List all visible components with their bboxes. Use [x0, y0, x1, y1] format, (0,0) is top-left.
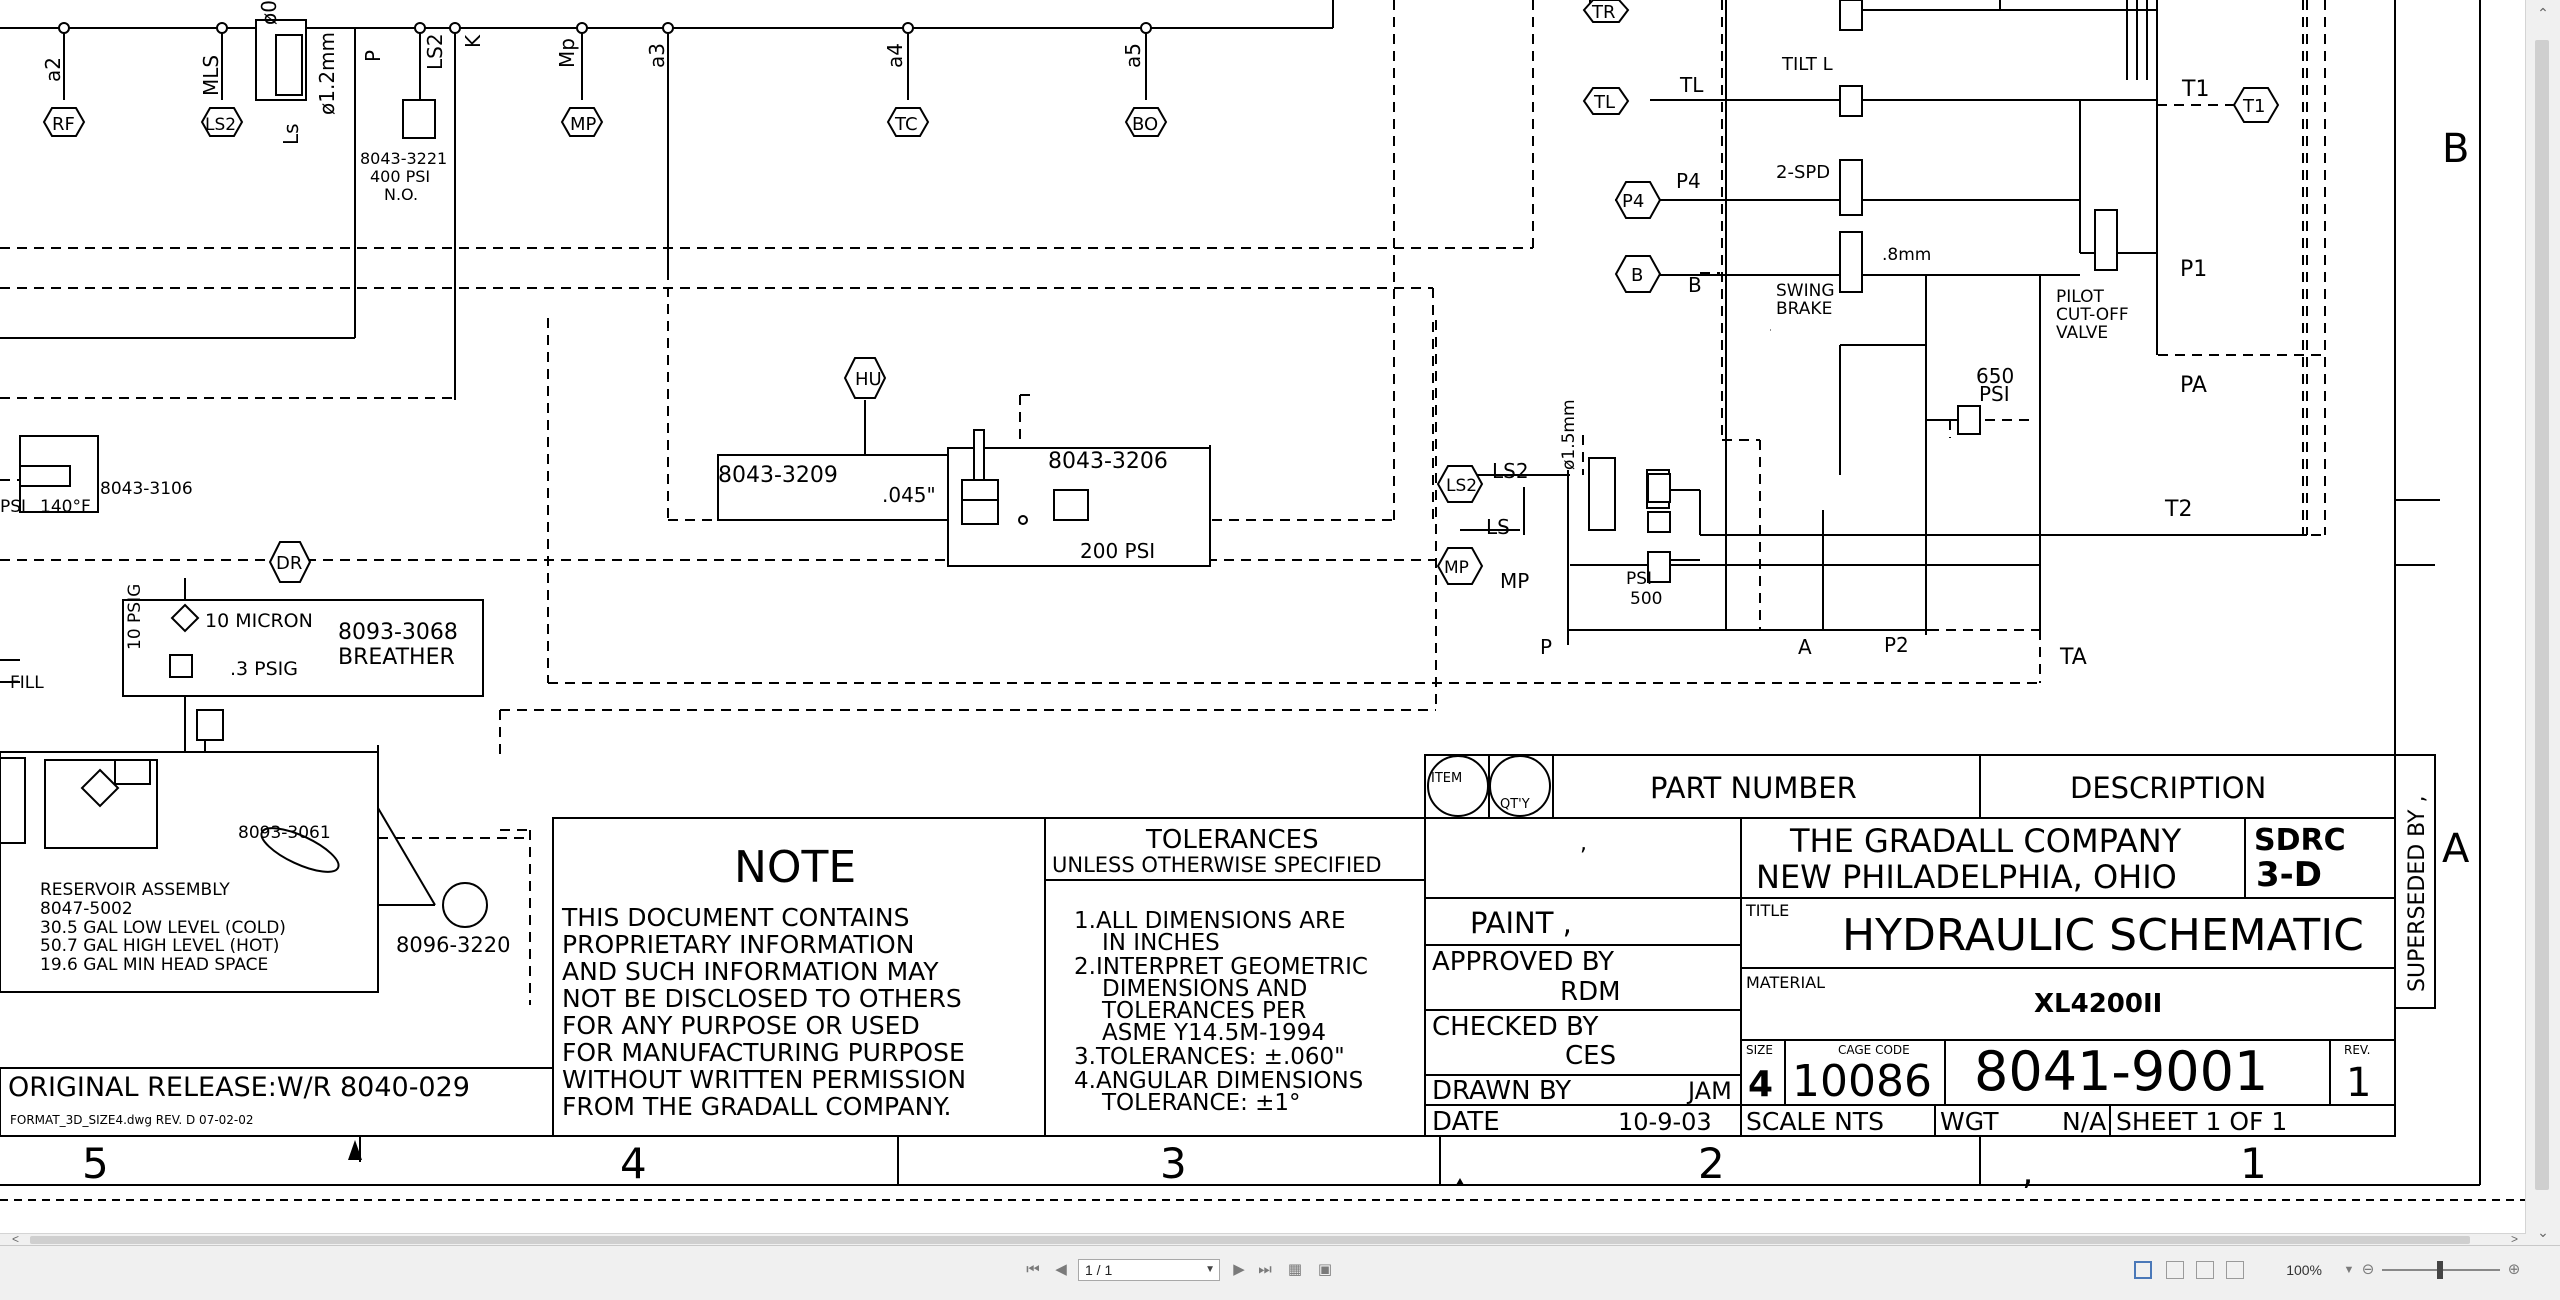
- zoom-level: 100%: [2286, 1262, 2322, 1278]
- previous-page-icon[interactable]: ◀: [1055, 1261, 1067, 1278]
- zoom-in-icon[interactable]: ⊕: [2507, 1261, 2521, 1278]
- two-page-continuous-icon[interactable]: [2226, 1261, 2244, 1279]
- vertical-scrollbar[interactable]: ⌃ ⌄: [2525, 0, 2560, 1245]
- scroll-down-icon[interactable]: ⌄: [2537, 1224, 2549, 1240]
- port-RF: [42, 107, 86, 137]
- horizontal-scrollbar[interactable]: < >: [0, 1232, 2526, 1246]
- last-page-icon[interactable]: ⏭: [1258, 1261, 1272, 1278]
- scroll-right-icon[interactable]: >: [2510, 1232, 2518, 1246]
- page-layout-icon[interactable]: ▦: [1287, 1261, 1303, 1278]
- drawing-canvas: RF LS2 MP TC BO a2 MLS ø0 Ls ø1.2mm P LS…: [0, 0, 2526, 1201]
- first-page-icon[interactable]: ⏮: [1026, 1261, 1040, 1278]
- page-dropdown-icon[interactable]: ▼: [1205, 1264, 1215, 1275]
- hydraulic-schematic: [0, 0, 2526, 1201]
- zoom-out-icon[interactable]: ⊖: [2361, 1261, 2375, 1278]
- next-page-icon[interactable]: ▶: [1233, 1261, 1245, 1278]
- viewer-status-bar: ⏮ ◀ 1 / 1 ▼ ▶ ⏭ ▦ ▣ 100% ▼ ⊖ ⊕: [0, 1245, 2560, 1300]
- zoom-dropdown-icon[interactable]: ▼: [2343, 1264, 2355, 1276]
- page-number-field[interactable]: 1 / 1 ▼: [1078, 1259, 1220, 1281]
- single-page-view-icon[interactable]: [2134, 1261, 2152, 1279]
- zoom-slider-thumb[interactable]: [2437, 1261, 2443, 1279]
- scroll-up-icon[interactable]: ⌃: [2537, 5, 2549, 21]
- scroll-left-icon[interactable]: <: [12, 1232, 20, 1246]
- rotate-page-icon[interactable]: ▣: [1317, 1261, 1333, 1278]
- vertical-scroll-thumb[interactable]: [2535, 40, 2549, 1190]
- two-page-view-icon[interactable]: [2196, 1261, 2214, 1279]
- page-number-text: 1 / 1: [1085, 1262, 1113, 1278]
- continuous-view-icon[interactable]: [2166, 1261, 2184, 1279]
- horizontal-scroll-thumb[interactable]: [30, 1236, 2470, 1244]
